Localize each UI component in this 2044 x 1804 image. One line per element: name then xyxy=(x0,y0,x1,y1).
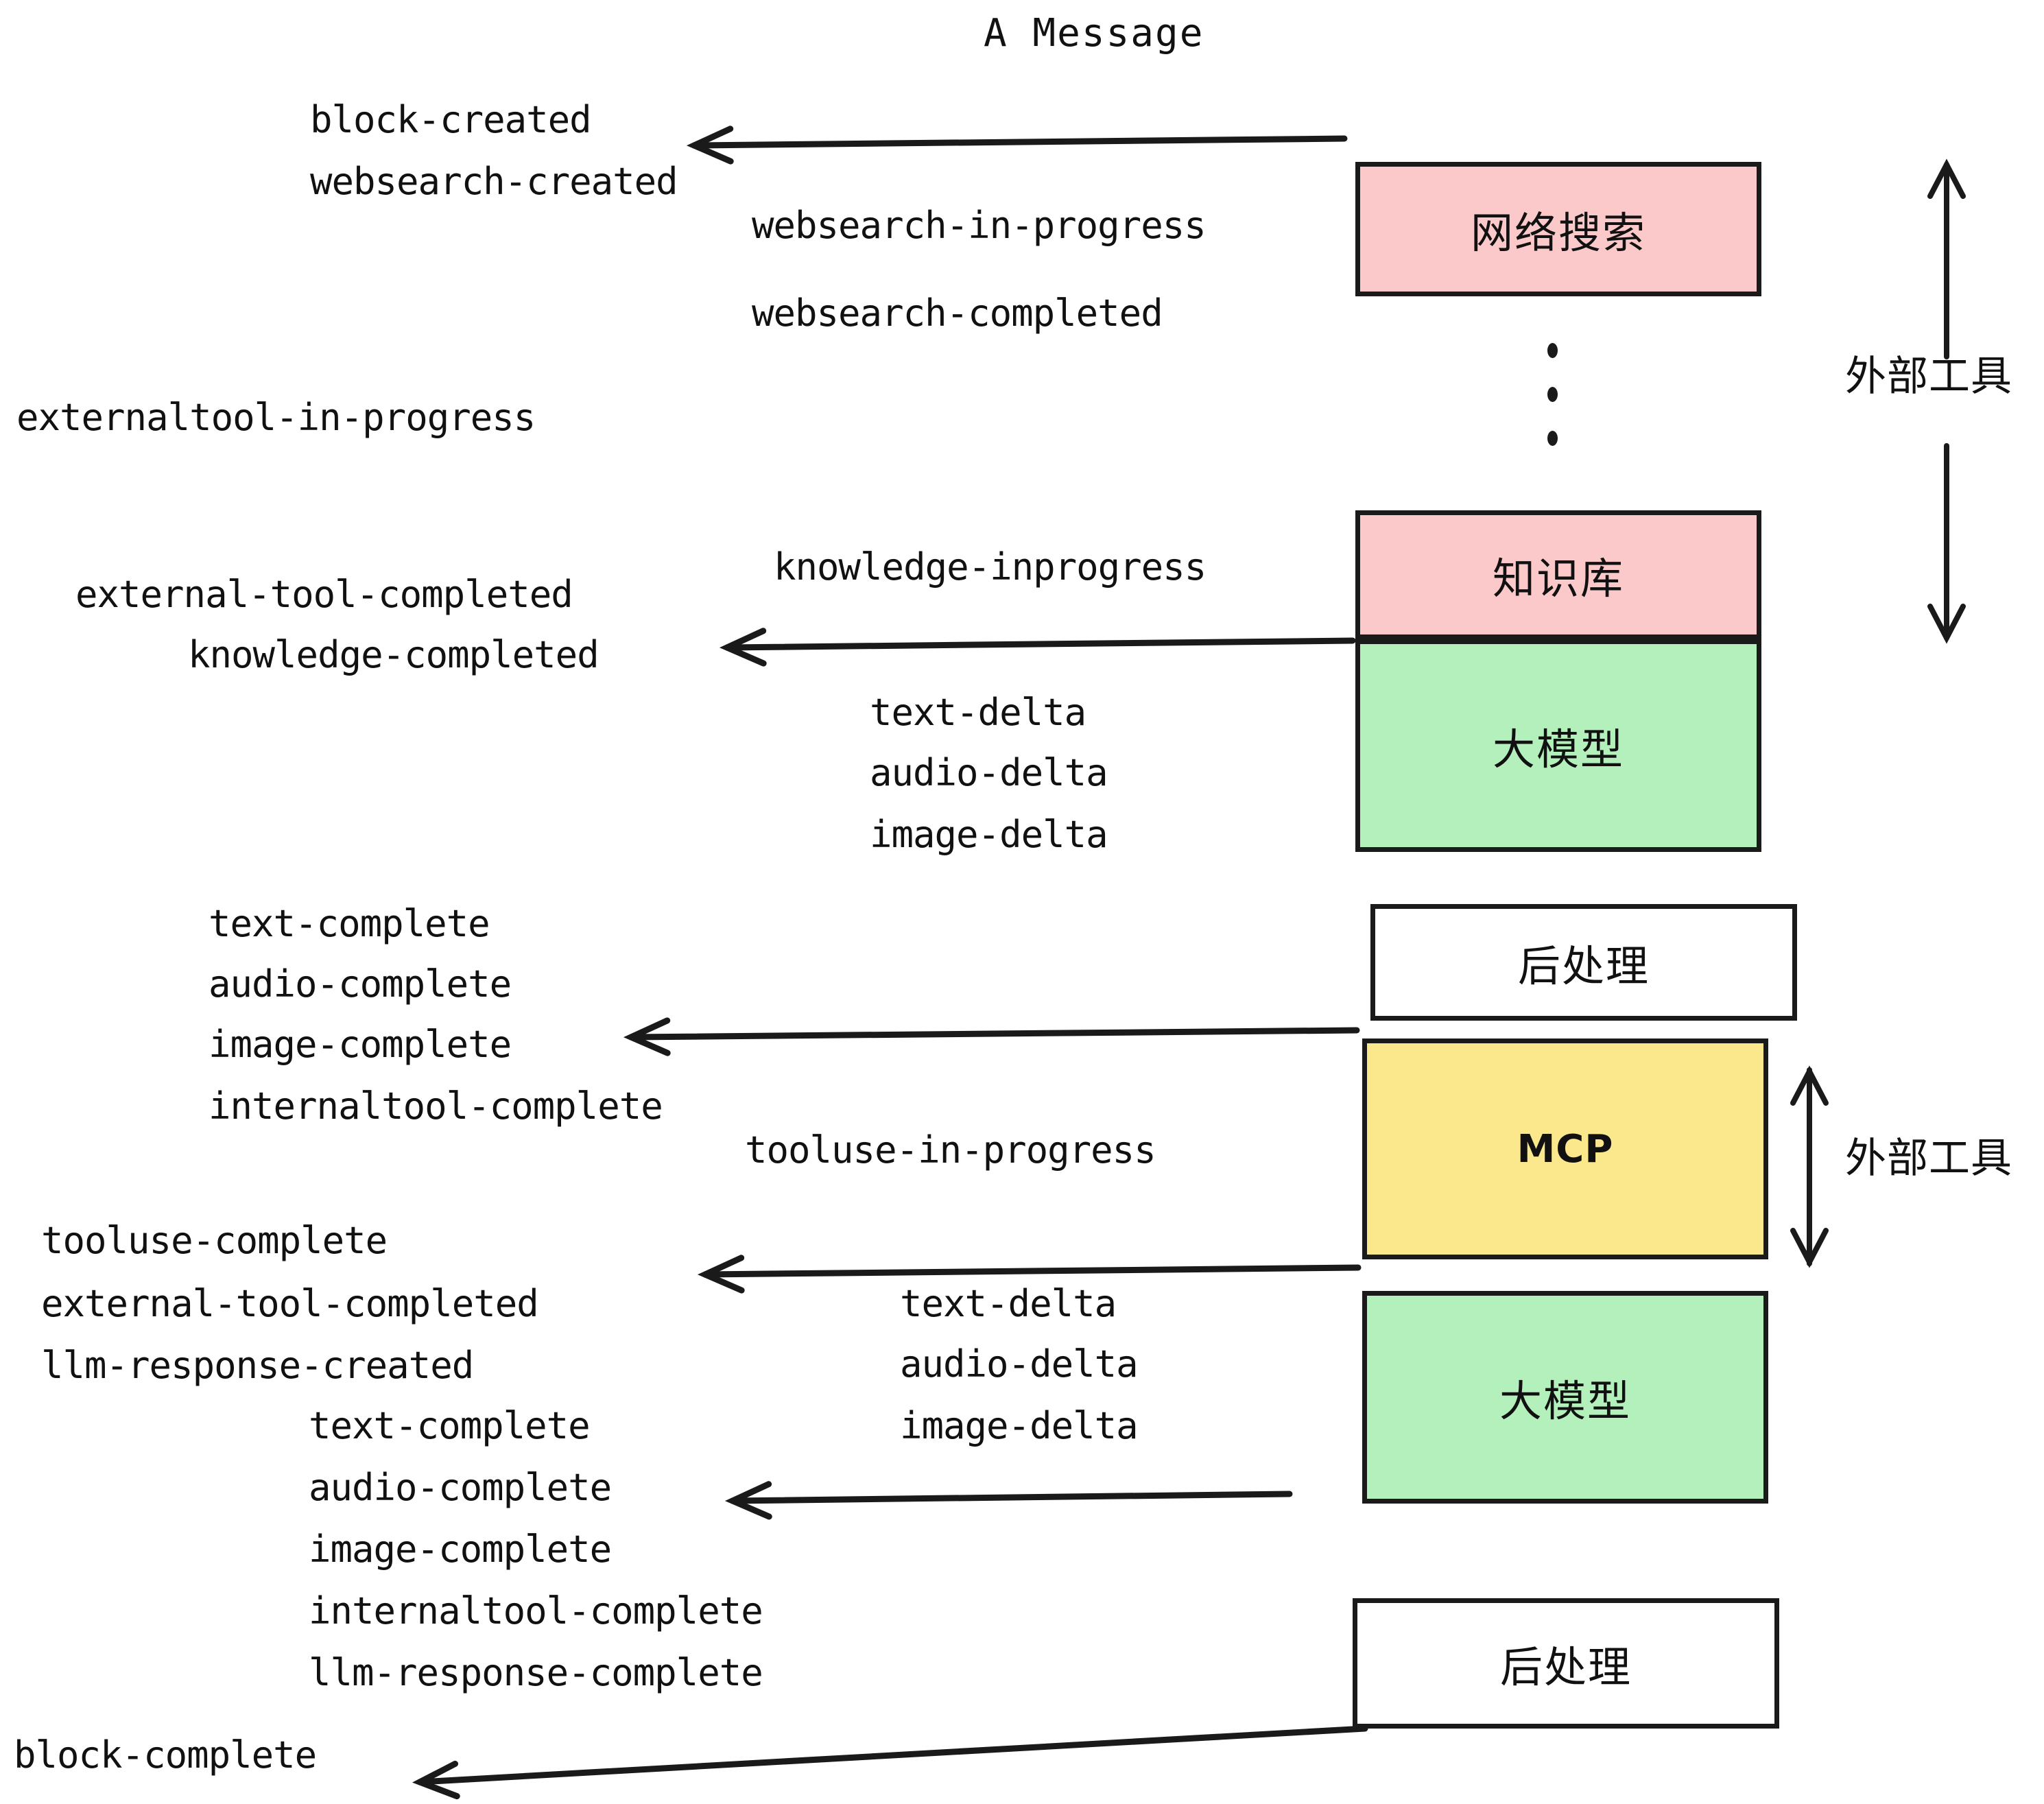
ellipsis-dot xyxy=(1547,343,1558,358)
box-llm-top: 大模型 xyxy=(1355,639,1761,852)
box-label: 大模型 xyxy=(1499,1376,1631,1426)
event-label-text-delta-2: text-delta xyxy=(900,1282,1117,1325)
event-label-llm-response-complete: llm-response-complete xyxy=(309,1651,763,1694)
range-arrow-external-tools-range-bottom xyxy=(1790,1065,1829,1268)
event-label-knowledge-completed: knowledge-completed xyxy=(188,633,599,676)
ellipsis-dot xyxy=(1547,431,1558,446)
event-label-websearch-in-progress: websearch-in-progress xyxy=(752,204,1207,247)
arrow-arrow-image-complete xyxy=(623,1017,1360,1056)
event-label-externaltool-in-progress: externaltool-in-progress xyxy=(16,396,536,439)
box-knowledge-base: 知识库 xyxy=(1355,510,1761,639)
ellipsis-dot xyxy=(1547,387,1558,402)
box-postprocess-top: 后处理 xyxy=(1370,904,1797,1021)
box-label: 知识库 xyxy=(1492,554,1624,604)
event-label-text-complete-2: text-complete xyxy=(309,1404,591,1447)
event-label-tooluse-in-progress: tooluse-in-progress xyxy=(745,1128,1156,1172)
event-label-image-delta-1: image-delta xyxy=(870,813,1108,856)
event-label-audio-complete-2: audio-complete xyxy=(309,1466,612,1509)
event-label-audio-delta-2: audio-delta xyxy=(900,1342,1139,1386)
event-label-block-complete: block-complete xyxy=(14,1733,317,1777)
event-label-websearch-completed: websearch-completed xyxy=(752,292,1163,335)
box-mcp: MCP xyxy=(1362,1039,1768,1259)
event-label-image-complete-1: image-complete xyxy=(209,1023,512,1066)
box-label: 网络搜索 xyxy=(1470,208,1646,258)
vertical-ellipsis-icon xyxy=(1547,343,1558,446)
box-label: 大模型 xyxy=(1492,724,1624,774)
box-label: MCP xyxy=(1517,1126,1614,1172)
event-label-text-complete-1: text-complete xyxy=(209,902,490,945)
event-label-internaltool-complete-2: internaltool-complete xyxy=(309,1589,763,1633)
event-label-audio-complete-1: audio-complete xyxy=(209,962,512,1006)
event-label-text-delta-1: text-delta xyxy=(870,691,1086,734)
box-label: 后处理 xyxy=(1517,941,1650,991)
event-label-audio-delta-1: audio-delta xyxy=(870,751,1108,794)
arrow-arrow-block-created xyxy=(686,126,1348,165)
side-label-external-tools-top: 外部工具 xyxy=(1845,353,2012,401)
event-label-llm-response-created: llm-response-created xyxy=(41,1344,474,1387)
event-label-image-complete-2: image-complete xyxy=(309,1528,612,1571)
event-label-block-created: block-created xyxy=(310,98,592,141)
event-label-tooluse-complete: tooluse-complete xyxy=(41,1219,388,1262)
box-websearch: 网络搜索 xyxy=(1355,162,1761,296)
box-label: 后处理 xyxy=(1499,1642,1632,1692)
arrow-arrow-block-complete xyxy=(412,1725,1368,1800)
event-label-websearch-created: websearch-created xyxy=(310,160,678,203)
side-label-external-tools-bottom: 外部工具 xyxy=(1845,1135,2012,1183)
event-label-external-tool-completed-2: external-tool-completed xyxy=(41,1282,539,1325)
diagram-title: A Message xyxy=(984,11,1204,56)
event-label-external-tool-completed-1: external-tool-completed xyxy=(75,573,573,616)
arrow-arrow-knowledge xyxy=(719,628,1356,667)
event-label-knowledge-inprogress: knowledge-inprogress xyxy=(774,545,1207,589)
box-postprocess-bot: 后处理 xyxy=(1353,1598,1779,1729)
event-label-internaltool-complete-1: internaltool-complete xyxy=(209,1084,663,1128)
event-label-image-delta-2: image-delta xyxy=(900,1404,1139,1447)
box-llm-bottom: 大模型 xyxy=(1362,1291,1768,1504)
arrow-arrow-audio-complete xyxy=(724,1481,1293,1520)
